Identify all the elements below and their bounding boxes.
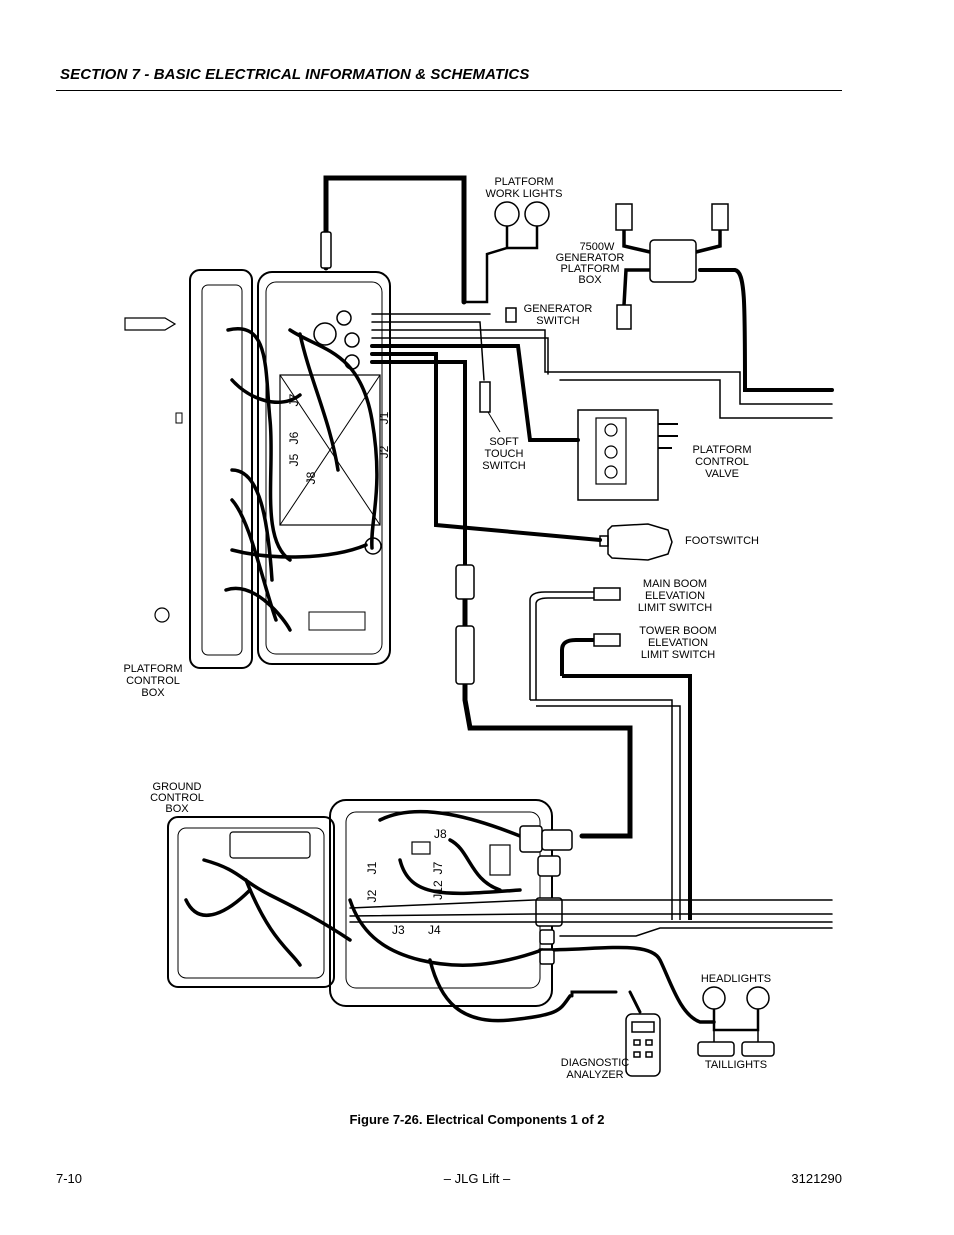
platform-box-wiring bbox=[224, 326, 379, 632]
tower-boom-limit-label-3: LIMIT SWITCH bbox=[641, 649, 715, 661]
taillights-label: TAILLIGHTS bbox=[705, 1059, 767, 1071]
section-header: SECTION 7 - BASIC ELECTRICAL INFORMATION… bbox=[56, 62, 842, 91]
platform-control-valve-label-2: CONTROL bbox=[695, 456, 749, 468]
ground-control-box-label-2: CONTROL bbox=[150, 792, 204, 804]
generator-box-label-3: PLATFORM bbox=[560, 263, 619, 275]
platform-j2-label: J2 bbox=[377, 445, 391, 458]
platform-control-box-label-3: BOX bbox=[141, 687, 165, 699]
tower-boom-limit-label-1: TOWER BOOM bbox=[639, 625, 716, 637]
main-boom-limit-label-2: ELEVATION bbox=[645, 590, 705, 602]
main-boom-limit-switch bbox=[529, 587, 621, 700]
generator-box-label-2: GENERATOR bbox=[556, 252, 625, 264]
ground-j1-label: J1 bbox=[365, 861, 379, 874]
ground-j8-label: J8 bbox=[434, 827, 447, 841]
ground-j12-label: J12 bbox=[431, 880, 445, 900]
platform-work-lights-label-2: WORK LIGHTS bbox=[485, 188, 562, 200]
platform-control-box-label-2: CONTROL bbox=[126, 675, 180, 687]
footswitch-label: FOOTSWITCH bbox=[685, 535, 759, 547]
footer-center: – JLG Lift – bbox=[443, 1171, 511, 1186]
headlights bbox=[702, 986, 770, 1032]
platform-control-box bbox=[124, 269, 391, 669]
ground-box-connectors bbox=[519, 825, 573, 965]
ground-j4-label: J4 bbox=[428, 923, 441, 937]
generator-box-label-1: 7500W bbox=[580, 241, 615, 253]
soft-touch-switch-icon bbox=[479, 381, 491, 413]
generator-platform-box bbox=[615, 203, 729, 330]
platform-work-lights bbox=[464, 201, 550, 304]
ground-box-wiring bbox=[184, 809, 716, 1024]
diagnostic-analyzer-label-2: ANALYZER bbox=[566, 1069, 623, 1081]
soft-touch-switch-label-3: SWITCH bbox=[482, 460, 525, 472]
ground-control-box-label-1: GROUND bbox=[153, 781, 202, 793]
platform-control-valve bbox=[577, 409, 678, 501]
tower-boom-limit-switch bbox=[530, 633, 692, 920]
ground-control-box bbox=[167, 799, 553, 1007]
generator-switch-label-2: SWITCH bbox=[536, 315, 579, 327]
diagnostic-analyzer bbox=[625, 1013, 661, 1077]
diagnostic-analyzer-label-1: DIAGNOSTIC bbox=[561, 1057, 630, 1069]
main-boom-limit-label-1: MAIN BOOM bbox=[643, 578, 707, 590]
platform-j5-label: J5 bbox=[287, 453, 301, 466]
taillights bbox=[697, 1030, 775, 1057]
generator-switch-icon bbox=[505, 307, 517, 323]
soft-touch-switch-label-1: SOFT bbox=[489, 436, 519, 448]
platform-j6-label: J6 bbox=[287, 431, 301, 444]
headlights-label: HEADLIGHTS bbox=[701, 973, 771, 985]
platform-control-valve-label-3: VALVE bbox=[705, 468, 739, 480]
document-number: 3121290 bbox=[791, 1171, 842, 1186]
figure-caption: Figure 7-26. Electrical Components 1 of … bbox=[349, 1112, 605, 1127]
platform-work-lights-label-1: PLATFORM bbox=[494, 176, 553, 188]
platform-j7-label: J7 bbox=[287, 393, 301, 406]
ground-harness-out bbox=[349, 899, 833, 1014]
platform-control-valve-label-1: PLATFORM bbox=[692, 444, 751, 456]
tower-boom-limit-label-2: ELEVATION bbox=[648, 637, 708, 649]
inline-connectors bbox=[320, 231, 475, 685]
soft-touch-switch-label-2: TOUCH bbox=[485, 448, 524, 460]
main-boom-limit-label-3: LIMIT SWITCH bbox=[638, 602, 712, 614]
ground-control-box-label-3: BOX bbox=[165, 803, 189, 815]
generator-box-label-4: BOX bbox=[578, 274, 602, 286]
platform-j1-label: J1 bbox=[377, 411, 391, 424]
harness-trunk bbox=[323, 175, 834, 839]
platform-j8-label: J8 bbox=[304, 471, 318, 484]
section-title: SECTION 7 - BASIC ELECTRICAL INFORMATION… bbox=[60, 66, 530, 83]
platform-control-box-label-1: PLATFORM bbox=[123, 663, 182, 675]
page-number: 7-10 bbox=[56, 1171, 83, 1186]
generator-switch-label-1: GENERATOR bbox=[524, 303, 593, 315]
ground-j3-label: J3 bbox=[392, 923, 405, 937]
footswitch bbox=[599, 523, 673, 561]
ground-j2-label: J2 bbox=[365, 889, 379, 902]
ground-j7-label: J7 bbox=[431, 861, 445, 874]
